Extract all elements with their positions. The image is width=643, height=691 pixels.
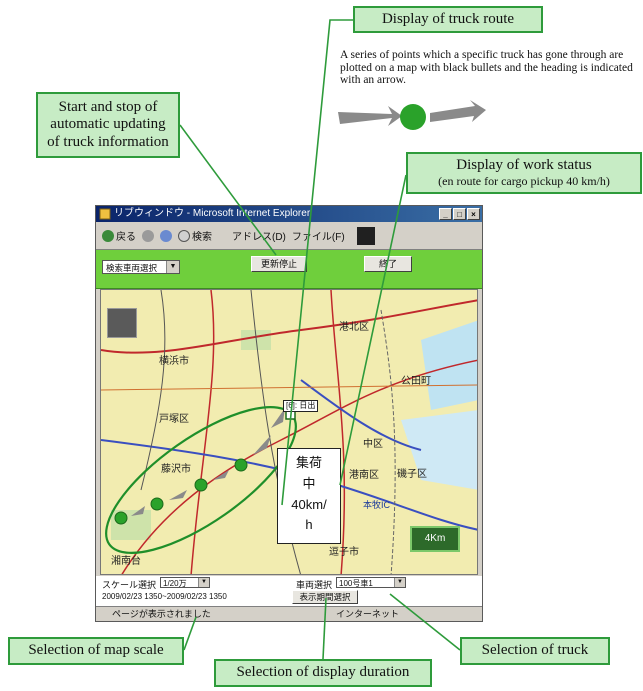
callout-display-duration: Selection of display duration <box>214 659 432 687</box>
browser-window: リブウィンドウ - Microsoft Internet Explorer _ … <box>95 205 483 622</box>
status-line-3: 40km/ <box>291 496 327 512</box>
ie-icon <box>99 208 111 220</box>
callout-truck-select: Selection of truck <box>460 637 610 665</box>
status-line-1: 集荷 <box>295 455 322 470</box>
callout-work-status: Display of work status (en route for car… <box>406 152 642 194</box>
scale-select-value: 1/20万 <box>163 579 187 588</box>
stop-update-button[interactable]: 更新停止 <box>251 256 307 272</box>
scale-select[interactable]: 1/20万 ▼ <box>160 577 210 588</box>
windows-logo-icon <box>356 226 375 245</box>
end-button[interactable]: 終了 <box>364 256 412 272</box>
truck-select[interactable]: 100号車1 ▼ <box>336 577 406 588</box>
file-label: ファイル(F) <box>291 232 345 243</box>
map-label-8: 公田町 <box>401 376 431 387</box>
map-label-1: 横浜市 <box>159 356 189 367</box>
maximize-icon[interactable]: □ <box>453 208 466 220</box>
chevron-down-icon: ▼ <box>166 261 179 273</box>
status-line-2: 中 <box>302 475 316 491</box>
callout-work-status-sub: (en route for cargo pickup 40 km/h) <box>438 173 610 188</box>
callout-work-status-text: Display of work status <box>456 157 592 174</box>
duration-select-button[interactable]: 表示期間選択 <box>292 590 358 604</box>
scale-select-label: スケール選択 <box>102 580 157 590</box>
bottom-controls: スケール選択 1/20万 ▼ 車両選択 100号車1 ▼ 2009/02/23 … <box>96 576 482 606</box>
map-label-6: 港南区 <box>349 470 379 481</box>
callout-truck-route: Display of truck route <box>353 6 543 33</box>
status-right: インターネット <box>336 609 400 619</box>
chevron-down-icon: ▼ <box>394 578 405 587</box>
vehicle-search-value: 検索車両選択 <box>106 263 158 273</box>
truck-tag: [6]: 日出 <box>283 400 319 412</box>
stop-update-label: 更新停止 <box>260 259 297 269</box>
map-pan-control[interactable] <box>107 308 137 338</box>
map-label-4: 湘南台 <box>111 556 141 567</box>
back-arrow-icon <box>102 229 114 242</box>
callout-truck-route-text: Display of truck route <box>381 10 515 27</box>
search-button[interactable]: 検索 <box>178 228 212 243</box>
callout-map-scale: Selection of map scale <box>8 637 184 665</box>
callout-auto-update: Start and stop of automatic updating of … <box>36 92 180 158</box>
map-label-7: 逗子市 <box>329 547 359 558</box>
refresh-icon <box>160 229 172 242</box>
map-label-11: 本牧IC <box>363 500 391 510</box>
status-left: ページが表示されました <box>112 609 211 619</box>
callout-map-scale-text: Selection of map scale <box>28 642 164 659</box>
window-controls: _ □ × <box>439 208 480 220</box>
minimize-icon[interactable]: _ <box>439 208 452 220</box>
map-label-10: 中区 <box>363 439 383 450</box>
forward-button[interactable] <box>142 229 154 242</box>
map-label-5: 港北区 <box>339 322 369 333</box>
duration-text: 2009/02/23 1350~2009/02/23 1350 <box>102 592 227 601</box>
map-scale-indicator: 4Km <box>410 526 460 552</box>
map-label-9: 磯子区 <box>397 469 427 480</box>
back-label: 戻る <box>116 232 136 243</box>
search-icon <box>178 229 190 242</box>
route-arrow-illustration <box>338 100 486 130</box>
truck-select-label: 車両選択 <box>296 580 333 590</box>
callout-auto-update-text: Start and stop of automatic updating of … <box>47 99 169 150</box>
map-view[interactable]: 横浜市 藤沢市 戸塚区 湘南台 港北区 港南区 逗子市 公田町 磯子区 中区 本… <box>100 289 478 575</box>
forward-arrow-icon <box>142 229 154 242</box>
refresh-button[interactable] <box>160 229 172 242</box>
close-icon[interactable]: × <box>467 208 480 220</box>
truck-route-note-text: A series of points which a specific truc… <box>340 49 633 87</box>
control-bar: 検索車両選択 ▼ 更新停止 終了 <box>96 250 482 289</box>
browser-toolbar: 戻る 検索 アドレス(D) ファイル(F) <box>96 222 482 250</box>
address-label: アドレス(D) <box>232 232 286 243</box>
window-title: リブウィンドウ - Microsoft Internet Explorer <box>114 208 311 219</box>
address-button[interactable]: アドレス(D) <box>232 228 286 243</box>
duration-select-label: 表示期間選択 <box>299 592 351 602</box>
chevron-down-icon: ▼ <box>198 578 209 587</box>
title-bar: リブウィンドウ - Microsoft Internet Explorer _ … <box>96 206 482 222</box>
work-status-box: 集荷 中 40km/ h <box>277 448 341 544</box>
back-button[interactable]: 戻る <box>102 228 136 243</box>
callout-truck-select-text: Selection of truck <box>481 642 589 659</box>
map-label-2: 藤沢市 <box>161 464 191 475</box>
status-line-4: h <box>305 517 313 533</box>
map-label-3: 戸塚区 <box>159 414 189 425</box>
search-label: 検索 <box>192 232 212 243</box>
truck-select-value: 100号車1 <box>339 579 373 588</box>
end-label: 終了 <box>378 259 397 269</box>
truck-route-note: A series of points which a specific truc… <box>340 49 640 87</box>
status-bar: ページが表示されました インターネット <box>96 606 482 621</box>
map-scale-text: 4Km <box>424 533 446 544</box>
vehicle-search-select[interactable]: 検索車両選択 ▼ <box>102 260 180 274</box>
file-button[interactable]: ファイル(F) <box>292 228 345 243</box>
callout-display-duration-text: Selection of display duration <box>236 664 410 681</box>
